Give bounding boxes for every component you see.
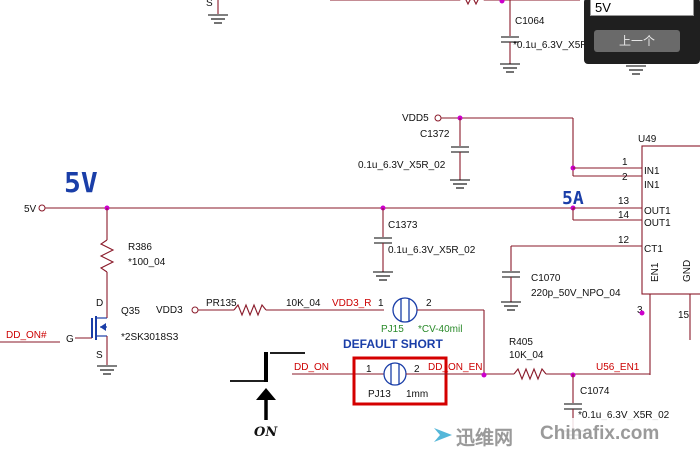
net-vdd3: VDD3	[156, 305, 183, 316]
u49-ref: U49	[638, 134, 657, 145]
default-short-label: DEFAULT SHORT	[343, 337, 443, 351]
net-dd-on-hash: DD_ON#	[6, 330, 47, 341]
net-u56-en1: U56_EN1	[596, 362, 640, 373]
previous-match-button[interactable]: 上一个	[594, 30, 680, 52]
u49-pin3-num: 3	[637, 305, 643, 316]
c1064-ref: C1064	[515, 16, 545, 27]
pj15-pin1: 1	[378, 298, 384, 309]
c1372-value: 0.1u_6.3V_X5R_02	[358, 160, 446, 171]
u49-pin15-num: 15	[678, 310, 690, 321]
r386-value: *100_04	[128, 257, 166, 268]
c1372-ref: C1372	[420, 129, 450, 140]
vdd5-c1372-group: VDD5 C1372 0.1u_6.3V_X5R_02	[358, 113, 642, 221]
pj15-value: *CV-40mil	[418, 324, 462, 335]
net-5v-rail: 5V 5V 5A	[24, 166, 612, 215]
u49-pin14-num: 14	[618, 210, 630, 221]
q35-value: *2SK3018S3	[121, 332, 179, 343]
u49-en1-name: EN1	[650, 262, 661, 282]
u49-pin12-name: CT1	[644, 244, 663, 255]
c1070-ref: C1070	[531, 273, 561, 284]
find-search-field[interactable]: 5V	[590, 0, 694, 16]
top-fragment: S C1064 *0.1u_6.3V_X5R_02	[206, 0, 646, 75]
pj13-pin2: 2	[414, 364, 420, 375]
u49-pin1-name: IN1	[644, 166, 660, 177]
c1070-value: 220p_50V_NPO_04	[531, 288, 621, 299]
q35-ref: Q35	[121, 306, 140, 317]
pr135-value: 10K_04	[286, 298, 321, 309]
watermark: 迅维网 Chinafix.com	[428, 418, 700, 454]
pj15-ref: PJ15	[381, 324, 404, 335]
pj13-ref: PJ13	[368, 389, 391, 400]
r405-value: 10K_04	[509, 350, 544, 361]
q35-pin-s: S	[96, 350, 103, 361]
watermark-right-text: Chinafix.com	[540, 423, 660, 444]
pj15-pin2: 2	[426, 298, 432, 309]
c1064-value: *0.1u_6.3V_X5R_02	[513, 40, 605, 51]
u49-pin14-name: OUT1	[644, 218, 671, 229]
net-vdd3-r: VDD3_R	[332, 298, 371, 309]
u49-pin13-name: OUT1	[644, 206, 671, 217]
on-switch-sketch: ON	[230, 352, 305, 440]
c1373-value: 0.1u_6.3V_X5R_02	[388, 245, 476, 256]
big-5a-label: 5A	[562, 188, 584, 209]
u49-pin13-num: 13	[618, 196, 630, 207]
c1070-group: C1070 220p_50V_NPO_04	[501, 245, 642, 311]
c1074-value: *0.1u_6.3V_X5R_02	[578, 410, 670, 421]
pr135-ref: PR135	[206, 298, 237, 309]
net-vdd5: VDD5	[402, 113, 429, 124]
r405-ref: R405	[509, 337, 533, 348]
r386-ref: R386	[128, 242, 152, 253]
pj13-value: 1mm	[406, 389, 428, 400]
r386-q35-group: R386 *100_04 D Q35 *2SK3018S3 S DD_ON# G	[0, 208, 179, 375]
c1373-group: C1373 0.1u_6.3V_X5R_02	[373, 208, 476, 281]
big-5v-label: 5V	[64, 166, 98, 199]
q35-pin-d: D	[96, 298, 103, 309]
u49-pin2-name: IN1	[644, 180, 660, 191]
c1373-ref: C1373	[388, 220, 418, 231]
u49-ic: U49 1 IN1 2 IN1 13 OUT1 14 OUT1 12 CT1 E…	[618, 134, 700, 375]
q35-pin-g: G	[66, 334, 74, 345]
u49-pin12-num: 12	[618, 235, 630, 246]
u49-pin1-num: 1	[622, 157, 628, 168]
c1074-ref: C1074	[580, 386, 610, 397]
vdd3-pr135-pj15-group: VDD3 PR135 10K_04 VDD3_R 1 2 PJ15 *CV-40…	[156, 297, 485, 375]
top-pin-s: S	[206, 0, 213, 9]
on-label: ON	[254, 425, 278, 440]
pj13-highlight-box	[352, 356, 448, 406]
find-popup: 5V 上一个	[584, 0, 700, 64]
u49-pin2-num: 2	[622, 172, 628, 183]
u49-gnd-name: GND	[682, 260, 693, 282]
dd-on-pj13-r405-group: DD_ON 1 2 PJ13 1mm DD_ON_EN R405 10K_04 …	[292, 337, 670, 440]
pj13-pin1: 1	[366, 364, 372, 375]
watermark-left-text: 迅维网	[456, 428, 514, 449]
net-5v-label: 5V	[24, 204, 37, 215]
net-dd-on: DD_ON	[294, 362, 329, 373]
net-dd-on-en: DD_ON_EN	[428, 362, 482, 373]
watermark-logo-icon	[432, 424, 454, 446]
